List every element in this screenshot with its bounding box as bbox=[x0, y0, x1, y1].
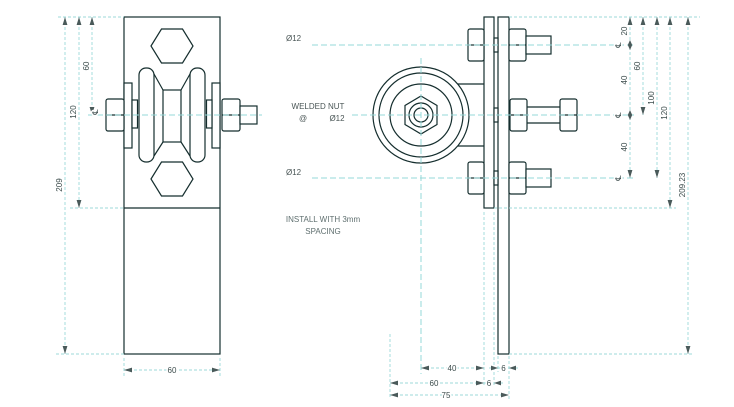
dim-label-60-vertical: 60 bbox=[82, 61, 91, 70]
welded-nut-title: WELDED NUT bbox=[292, 102, 345, 111]
dim-label-60-right: 60 bbox=[633, 61, 642, 70]
dim-label-total-height: 209.23 bbox=[678, 172, 687, 197]
bracket-plate bbox=[483, 16, 495, 209]
centerline-symbol-mid: ℄ bbox=[614, 112, 623, 118]
centerline-symbol-front: ℄ bbox=[91, 109, 100, 115]
install-note-line2: SPACING bbox=[305, 227, 340, 236]
front-top-bolt bbox=[150, 28, 194, 64]
roller-hub bbox=[162, 89, 182, 143]
label-bolt-bottom: Ø12 bbox=[286, 168, 302, 177]
dim-label-40-lower: 40 bbox=[620, 142, 629, 151]
side-view-dimensions-bottom bbox=[389, 212, 518, 399]
dim-label-209: 209 bbox=[55, 178, 64, 192]
dim-label-120: 120 bbox=[69, 105, 78, 119]
dim-label-20: 20 bbox=[620, 26, 629, 35]
front-bottom-bolt bbox=[150, 161, 194, 197]
welded-nut-at: @ bbox=[299, 114, 307, 123]
centerline-symbol-bottom: ℄ bbox=[614, 175, 623, 181]
dim-label-40-upper: 40 bbox=[620, 75, 629, 84]
side-view-dimensions-right bbox=[494, 16, 700, 355]
labels: 60 120 209 ℄ 60 Ø12 WELDED NUT @ Ø12 Ø12… bbox=[54, 25, 689, 402]
centerlines bbox=[88, 44, 634, 374]
mount-plate bbox=[497, 16, 510, 355]
side-view-geometry bbox=[372, 16, 578, 355]
install-note-line1: INSTALL WITH 3mm bbox=[286, 215, 361, 224]
dim-label-75-depth: 75 bbox=[442, 391, 451, 400]
label-bolt-top: Ø12 bbox=[286, 34, 302, 43]
dim-label-6-front: 6 bbox=[487, 379, 492, 388]
dim-label-120-right: 120 bbox=[660, 106, 669, 120]
dim-label-60-width: 60 bbox=[168, 366, 177, 375]
centerline-symbol-top: ℄ bbox=[614, 42, 623, 48]
dim-label-60-depth: 60 bbox=[430, 379, 439, 388]
dim-label-6-back: 6 bbox=[501, 364, 506, 373]
front-view-geometry bbox=[105, 16, 258, 355]
welded-nut-size: Ø12 bbox=[329, 114, 345, 123]
front-view-dimensions bbox=[56, 16, 221, 376]
dim-label-40-depth: 40 bbox=[448, 364, 457, 373]
dim-label-100: 100 bbox=[647, 91, 656, 105]
